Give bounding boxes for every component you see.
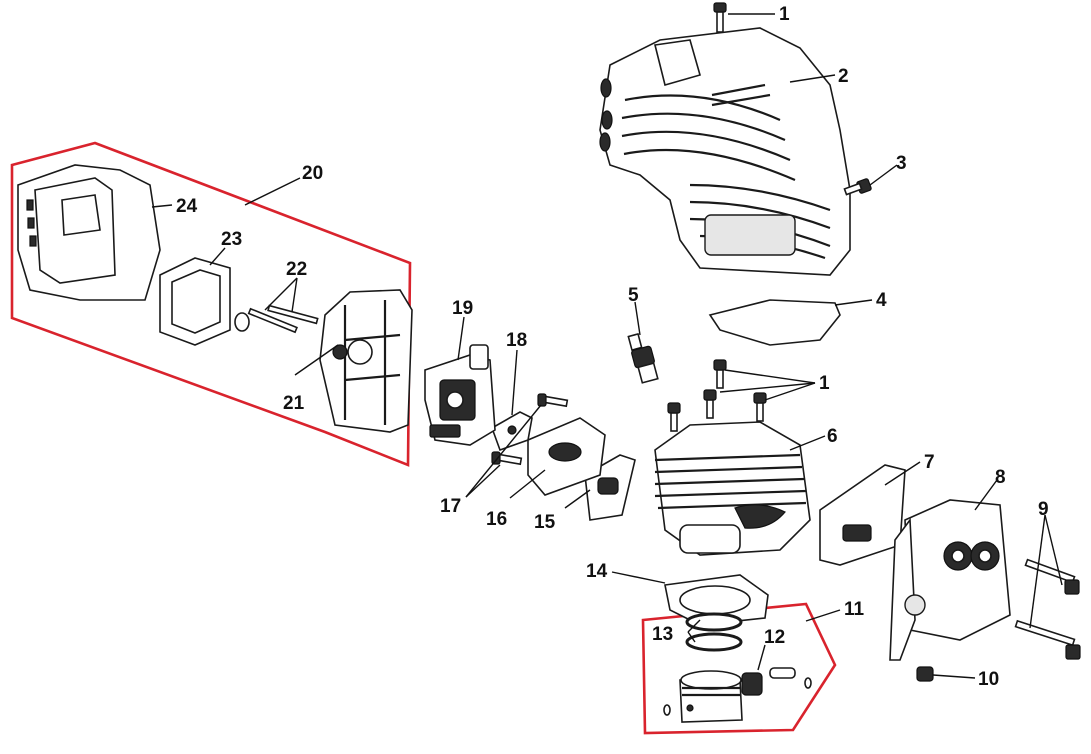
carburetor-part: [424, 344, 496, 446]
callout-7: 7: [924, 452, 935, 473]
piston-rings-part: [685, 612, 743, 652]
callout-8: 8: [995, 467, 1006, 488]
callout-18: 18: [506, 330, 527, 351]
callout-2: 2: [838, 66, 849, 87]
callout-15: 15: [534, 512, 556, 533]
callout-19: 19: [452, 298, 473, 319]
air-filter-base-part: [319, 289, 413, 433]
cylinder-part: [654, 421, 811, 556]
callout-23: 23: [221, 229, 242, 250]
callout-9: 9: [1038, 499, 1049, 520]
callout-13: 13: [652, 624, 673, 645]
callout-10: 10: [978, 669, 999, 690]
engine-cover-part: [599, 27, 851, 276]
callout-17: 17: [440, 496, 461, 517]
callout-1-mid: 1: [819, 373, 830, 394]
carb-studs-part: [491, 393, 569, 466]
air-filter-element-part: [159, 257, 231, 346]
muffler-part: [889, 499, 1011, 661]
cylinder-base-gasket-part: [664, 574, 769, 626]
callout-20: 20: [302, 163, 323, 184]
callout-12: 12: [764, 627, 785, 648]
callout-6: 6: [827, 426, 838, 447]
nut-part: [916, 666, 934, 682]
filter-screws-part: [234, 304, 319, 334]
callout-labels: 1 2 3 4 5 1 6 7 8 9 10 11 12 13 14 15 16…: [176, 4, 1049, 690]
piston-group-outline: [641, 602, 837, 735]
callout-5: 5: [628, 285, 639, 306]
callout-16: 16: [486, 509, 507, 530]
piston-pin-part: [741, 667, 796, 696]
callout-11: 11: [844, 599, 865, 620]
callout-3: 3: [896, 153, 907, 174]
spark-plug-part: [627, 332, 659, 384]
muffler-bolts-part: [1014, 558, 1081, 660]
callout-21: 21: [283, 393, 305, 414]
callout-24: 24: [176, 196, 198, 217]
callout-4: 4: [876, 290, 887, 311]
leader-lines: [151, 13, 1063, 679]
carb-gasket-plate-part: [491, 411, 533, 452]
cover-plate-part: [708, 299, 841, 346]
callout-14: 14: [586, 561, 608, 582]
air-filter-group-outline: [10, 141, 412, 467]
bolt-side-part: [843, 178, 872, 196]
muffler-gasket-part: [819, 464, 906, 566]
cylinder-bolts-part: [667, 359, 767, 432]
intake-insulator-part: [527, 417, 606, 496]
air-filter-cover-part: [17, 164, 161, 301]
bolt-top-part: [713, 2, 727, 33]
callout-1-top: 1: [779, 4, 790, 25]
callout-22: 22: [286, 259, 307, 280]
piston-part: [663, 670, 812, 723]
